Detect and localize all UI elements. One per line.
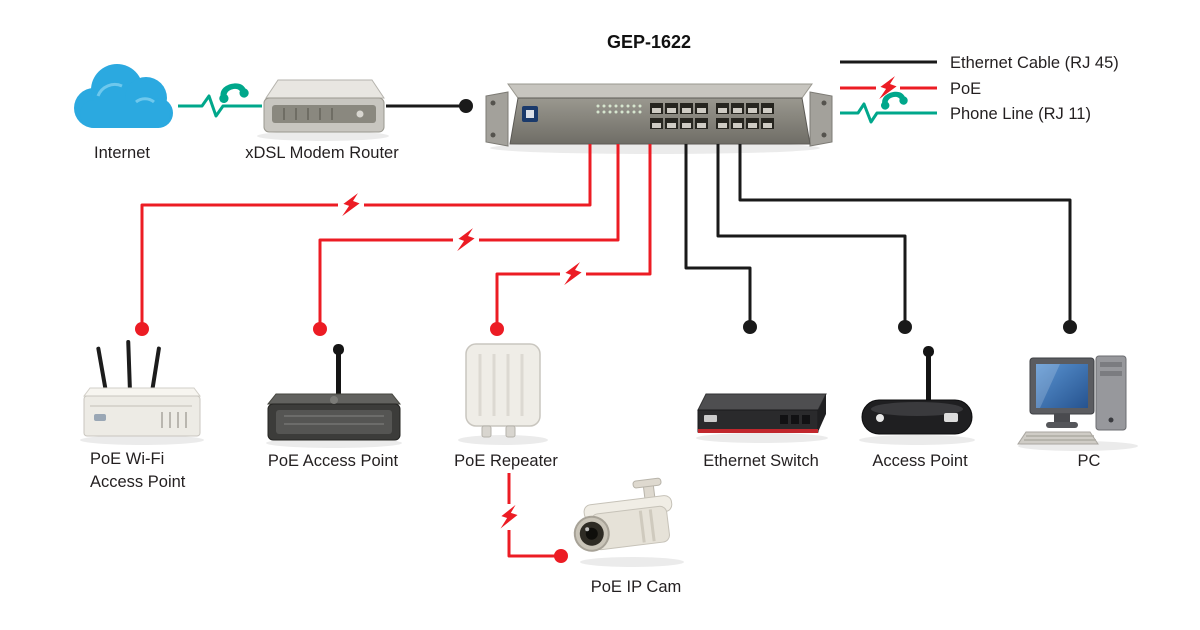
- phone-line-link: [178, 80, 262, 118]
- modem-label: xDSL Modem Router: [245, 144, 399, 162]
- ethernet-cable-ap: [716, 144, 907, 322]
- phone-line-sample: [840, 102, 937, 124]
- poe-cables: [135, 144, 652, 336]
- poe-wifi-ap-label-line1: PoE Wi-Fi: [90, 450, 164, 468]
- poe-cable-access-point: [318, 144, 620, 326]
- pc-label: PC: [1078, 452, 1101, 470]
- modem-device-icon: [263, 79, 385, 133]
- ethernet-switch-node: Ethernet Switch: [696, 393, 828, 470]
- connection-dot: [554, 549, 568, 563]
- poe-wifi-ap-node: PoE Wi-Fi Access Point: [80, 340, 204, 491]
- legend: Ethernet Cable (RJ 45) PoE Phone Line (R…: [840, 54, 1119, 124]
- connection-dot: [1063, 320, 1077, 334]
- phone-handset-icon: [878, 88, 909, 111]
- pc-device-icon: [1017, 355, 1127, 445]
- ethernet-cable-switch: [684, 144, 752, 322]
- poe-repeater-node: PoE Repeater: [454, 343, 558, 470]
- ethernet-cables: [684, 144, 1077, 334]
- diagram-title: GEP-1622: [607, 32, 691, 52]
- legend-label-phone: Phone Line (RJ 11): [950, 105, 1091, 123]
- phone-handset-icon: [216, 80, 250, 105]
- connection-dot: [313, 322, 327, 336]
- legend-item-ethernet: Ethernet Cable (RJ 45): [840, 54, 1119, 72]
- poe-ip-cam-device-icon: [573, 477, 673, 552]
- legend-item-poe: PoE: [840, 72, 981, 104]
- poe-cable-repeater: [495, 144, 652, 326]
- internet-cloud-icon: [74, 64, 173, 128]
- poe-repeater-device-icon: [465, 343, 541, 438]
- internet-label: Internet: [94, 144, 150, 162]
- ethernet-switch-label: Ethernet Switch: [703, 452, 819, 470]
- poe-ip-cam-node: PoE IP Cam: [573, 477, 684, 596]
- poe-repeater-label: PoE Repeater: [454, 452, 558, 470]
- modem-node: xDSL Modem Router: [245, 79, 399, 162]
- access-point-label: Access Point: [872, 452, 968, 470]
- connection-dot: [459, 99, 473, 113]
- internet-node: Internet: [74, 64, 173, 162]
- poe-ip-cam-label: PoE IP Cam: [591, 578, 681, 596]
- port-block-2: [716, 103, 774, 129]
- ethernet-switch-device-icon: [697, 393, 827, 433]
- poe-cable-wifi-ap: [140, 144, 592, 326]
- legend-item-phone: Phone Line (RJ 11): [840, 88, 1091, 124]
- led-strip: [596, 104, 642, 114]
- poe-switch-device-icon: [485, 83, 833, 147]
- access-point-node: Access Point: [859, 346, 975, 470]
- ethernet-link-modem-switch: [386, 99, 473, 113]
- connection-dot: [135, 322, 149, 336]
- legend-label-ethernet: Ethernet Cable (RJ 45): [950, 54, 1119, 72]
- poe-wifi-ap-label-line2: Access Point: [90, 473, 186, 491]
- pc-node: PC: [1017, 355, 1138, 470]
- poe-access-point-node: PoE Access Point: [266, 344, 402, 470]
- connection-dot: [898, 320, 912, 334]
- ethernet-cable-pc: [738, 144, 1072, 322]
- legend-label-poe: PoE: [950, 80, 981, 98]
- access-point-device-icon: [861, 346, 973, 435]
- port-block-1: [650, 103, 708, 129]
- poe-access-point-device-icon: [266, 344, 402, 441]
- poe-link-ipcam: [497, 473, 568, 563]
- phone-line-cable: [178, 94, 262, 118]
- poe-switch-node: [485, 83, 833, 154]
- connection-dot: [743, 320, 757, 334]
- poe-access-point-label: PoE Access Point: [268, 452, 399, 470]
- poe-cable-ipcam: [507, 473, 556, 558]
- poe-wifi-ap-device-icon: [83, 340, 201, 437]
- connection-dot: [490, 322, 504, 336]
